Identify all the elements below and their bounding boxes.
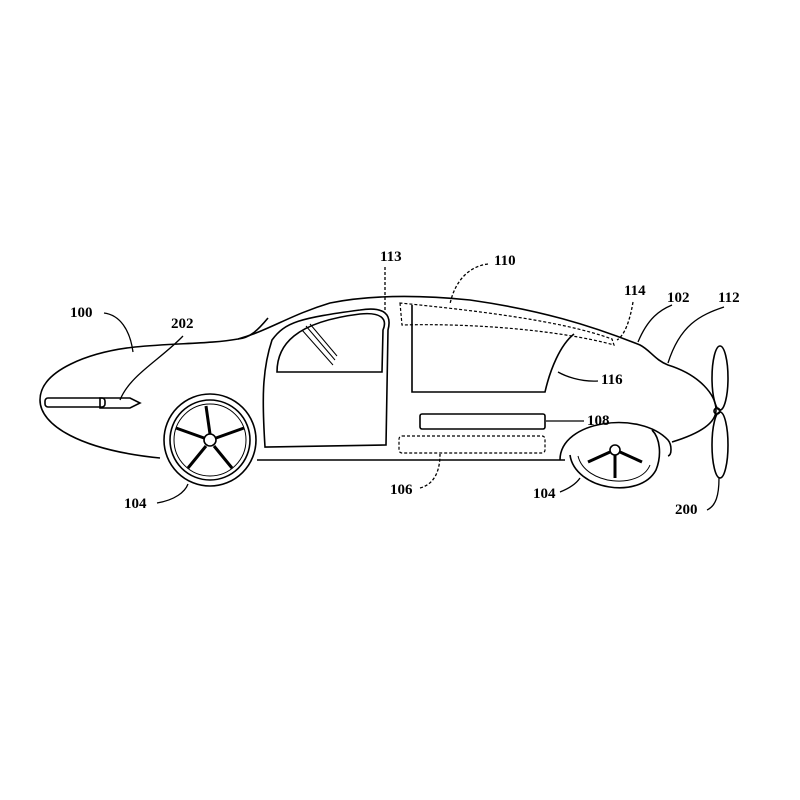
- label-106: 106: [390, 482, 413, 498]
- rear-door: [411, 305, 575, 393]
- label-200: 200: [675, 502, 698, 518]
- label-102: 102: [667, 290, 690, 306]
- front-wheel: [163, 393, 257, 487]
- side-thruster-202: [44, 397, 142, 409]
- battery-106: [398, 435, 546, 454]
- label-100: 100: [70, 305, 93, 321]
- label-112: 112: [718, 290, 740, 306]
- rear-wheel: [569, 429, 661, 489]
- label-202: 202: [171, 316, 194, 332]
- front-door: [262, 308, 390, 448]
- label-110: 110: [494, 253, 516, 269]
- label-113: 113: [380, 249, 402, 265]
- roof-part-110: [399, 302, 615, 346]
- rear-wheel-arch: [559, 421, 672, 461]
- leader-lines: [103, 263, 725, 511]
- propeller-200: [711, 345, 729, 479]
- label-114: 114: [624, 283, 646, 299]
- car-body: [39, 295, 717, 461]
- label-104-rear: 104: [533, 486, 556, 502]
- label-108: 108: [587, 413, 610, 429]
- label-104-front: 104: [124, 496, 147, 512]
- label-116: 116: [601, 372, 623, 388]
- panel-108: [419, 413, 546, 430]
